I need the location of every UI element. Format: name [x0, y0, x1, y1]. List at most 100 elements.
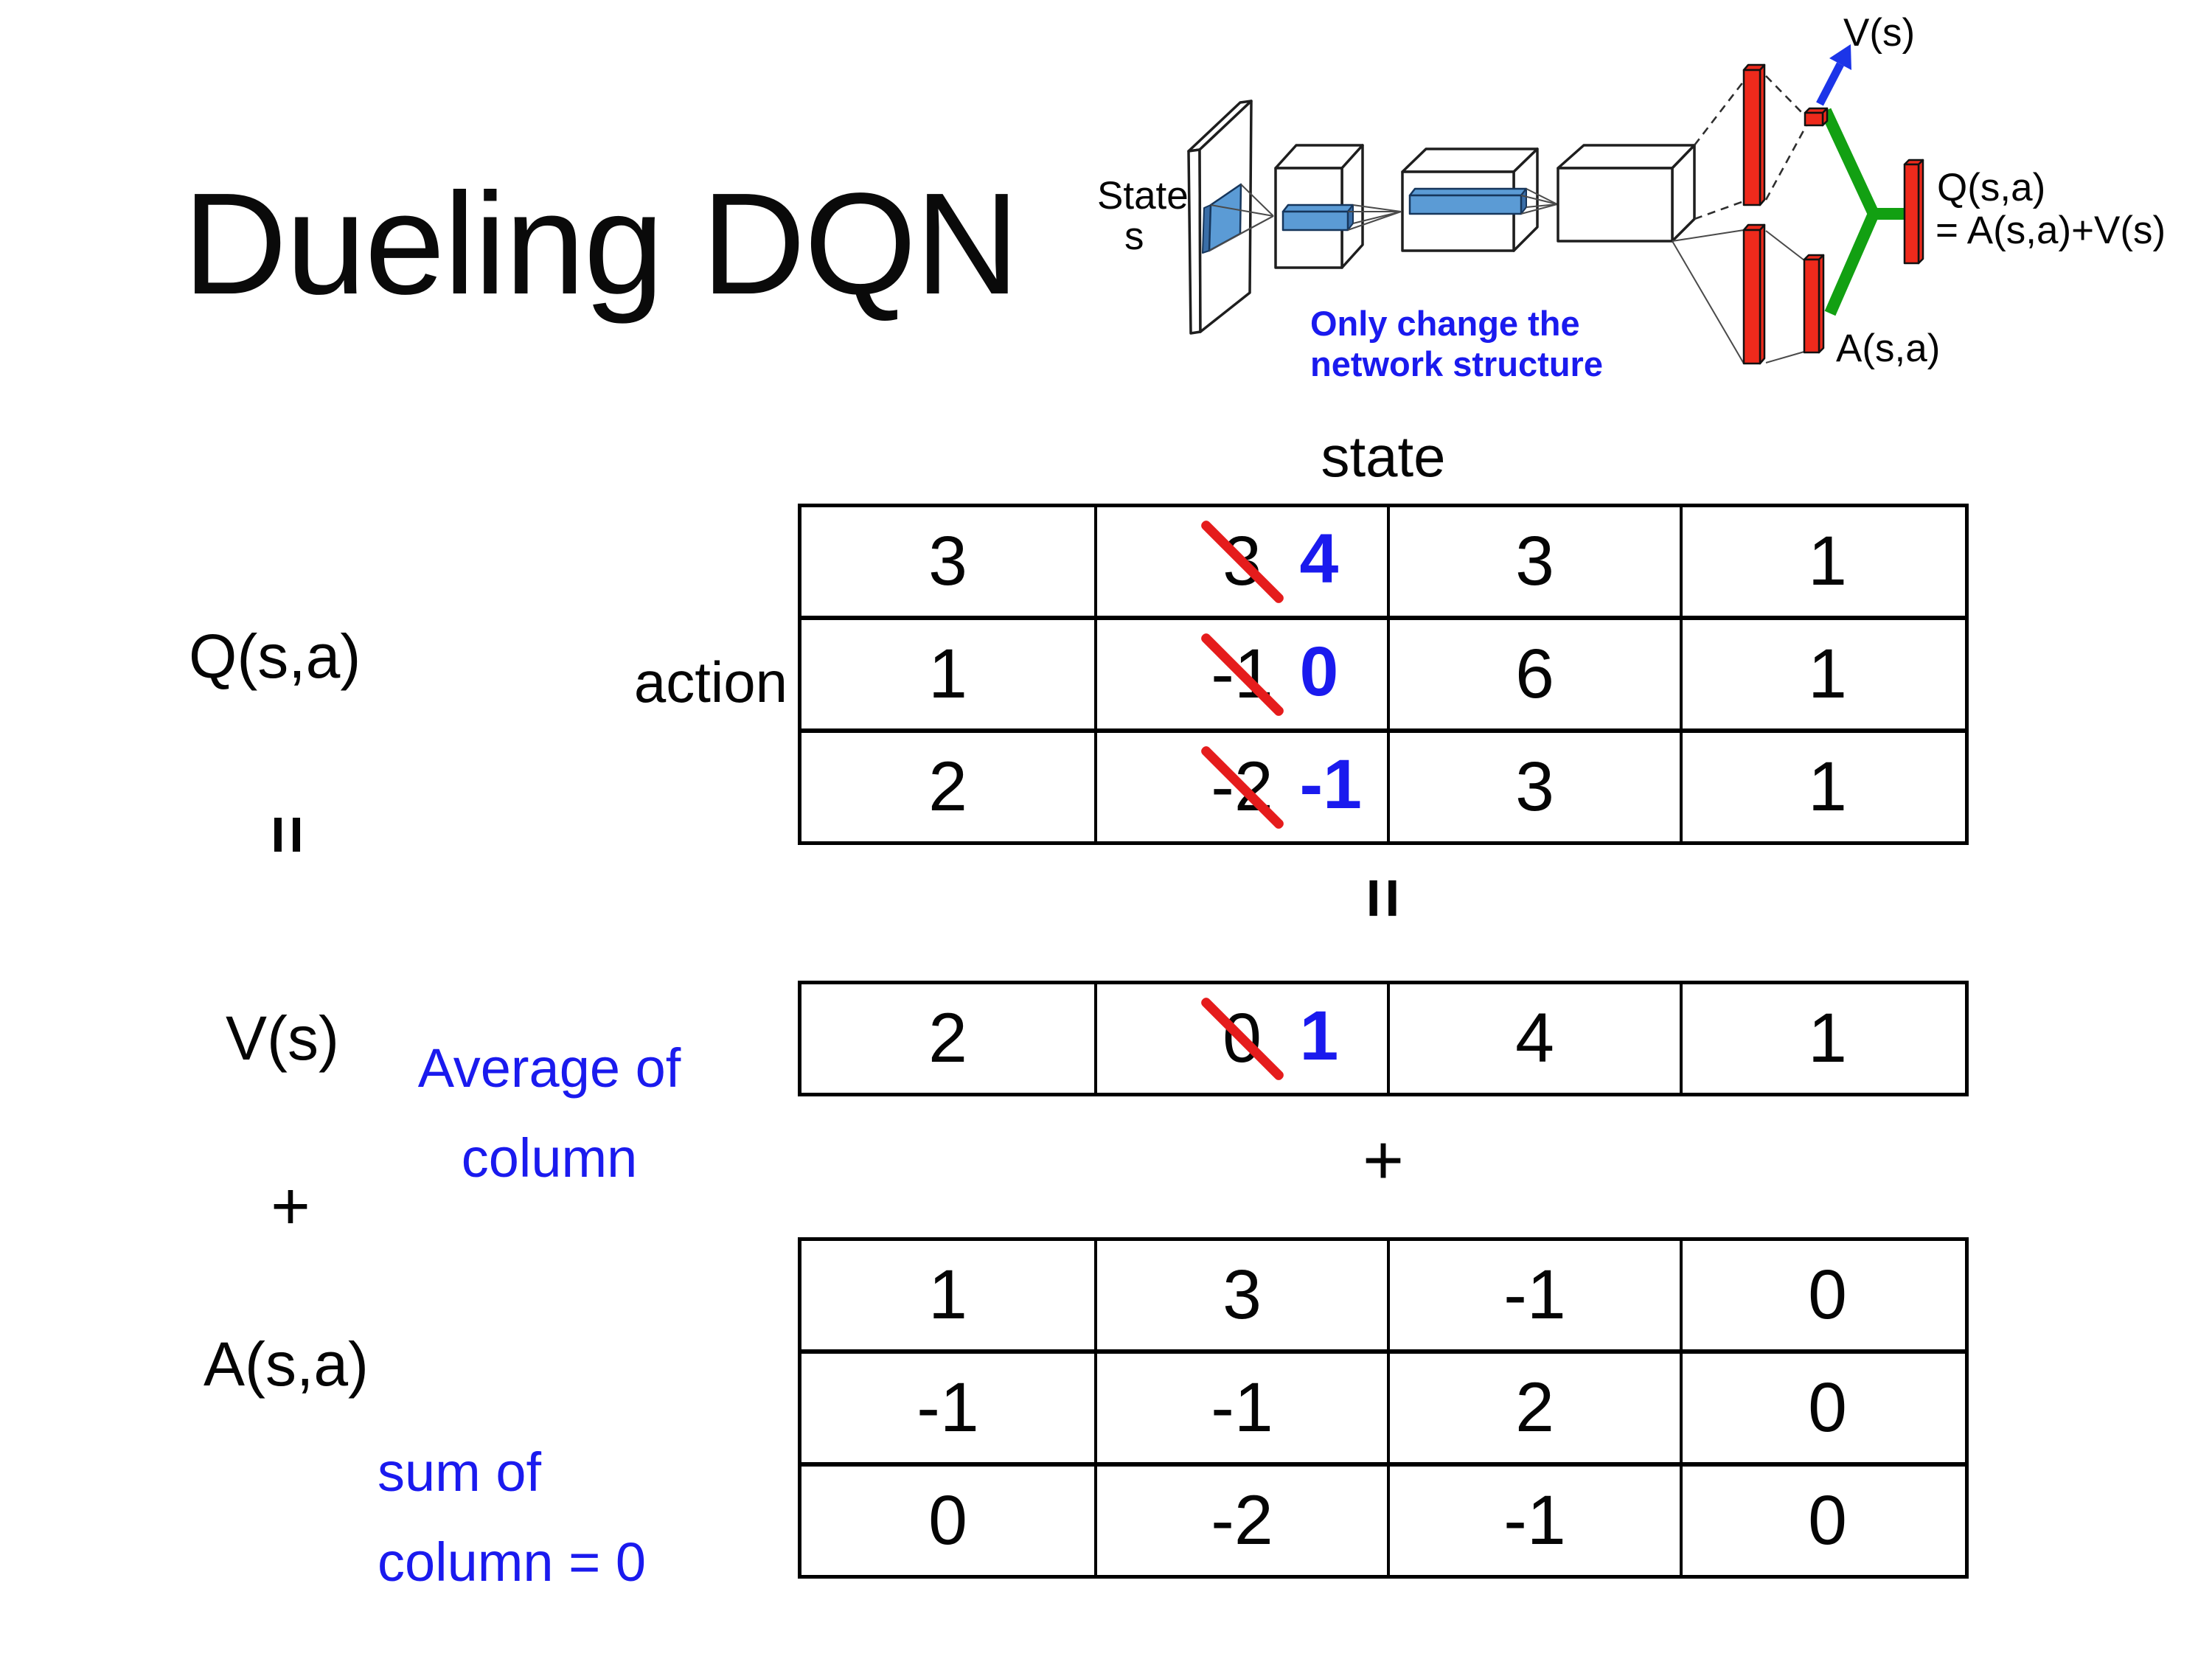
- fc-bar-top: [1742, 63, 1766, 206]
- conv-box-3: [1557, 144, 1696, 243]
- cell-value: 1: [1808, 522, 1847, 600]
- fc-bar-bottom: [1742, 223, 1766, 365]
- matrix-cell: 0: [801, 1467, 1094, 1575]
- cell-value: 2: [1515, 1368, 1554, 1447]
- value-output-label: V(s): [1843, 11, 1915, 55]
- cell-value: 0: [928, 1481, 967, 1559]
- matrix-cell: 1: [1680, 620, 1972, 728]
- matrix-cell: 1: [1680, 984, 1972, 1093]
- cell-value: 4: [1515, 999, 1554, 1077]
- advantage-output-label: A(s,a): [1836, 327, 1940, 370]
- matrix-cell: -1: [1387, 1467, 1680, 1575]
- cell-value: 1: [1808, 748, 1847, 826]
- v-note-line2: column: [461, 1127, 638, 1189]
- table-row: 2-2-131: [801, 728, 1965, 841]
- conv1-fan-lines: [1208, 184, 1274, 251]
- matrix-cell: -1: [801, 1354, 1094, 1462]
- value-stream-dashed-lines: [1693, 75, 1808, 220]
- value-arrow: [1816, 44, 1851, 106]
- matrix-cell: 01: [1094, 984, 1387, 1093]
- advantage-values-matrix: 1 3 -1 0 -1 -1 2 0 0 -2 -1 0: [798, 1237, 1969, 1579]
- matrix-cell: 1: [1680, 733, 1972, 841]
- replacement-value: 0: [1299, 632, 1339, 711]
- note-line1: Only change the: [1310, 304, 1580, 343]
- fc-fan-lines: [1520, 188, 1558, 215]
- matrix-cell: -1: [1387, 1241, 1680, 1349]
- matrix-cell: 2: [801, 984, 1094, 1093]
- replacement-value: 1: [1299, 996, 1339, 1075]
- matrix-cell: 3: [1094, 1241, 1387, 1349]
- a-note-line1: sum of: [378, 1441, 542, 1503]
- dueling-network-diagram: State s Only change the network structur…: [1097, 11, 2166, 383]
- matrix-cell: 3: [1387, 733, 1680, 841]
- matrix-cell: 3: [1387, 507, 1680, 616]
- cell-value: -1: [1503, 1481, 1566, 1559]
- matrix-cell: 3: [801, 507, 1094, 616]
- q-output-bar: [1903, 159, 1924, 265]
- v-note-line1: Average of: [417, 1037, 681, 1099]
- q-output-label-line1: Q(s,a): [1937, 166, 2045, 209]
- conv2-fan-lines: [1347, 204, 1402, 231]
- state-input-label-line2: s: [1124, 215, 1144, 258]
- v-matrix-label: V(s): [226, 1004, 339, 1073]
- note-line2: network structure: [1310, 344, 1603, 383]
- q-output-label-line2: = A(s,a)+V(s): [1935, 209, 2166, 252]
- equals-sign-left: =: [249, 815, 325, 855]
- q-matrix-label: Q(s,a): [189, 622, 361, 691]
- cell-value: -1: [1211, 1368, 1273, 1447]
- matrix-cell: 1: [1680, 507, 1972, 616]
- cell-value: 3: [928, 522, 967, 600]
- cell-value: 0: [1808, 1481, 1847, 1559]
- merge-connector: [1820, 108, 1905, 316]
- matrix-cell: 2: [801, 733, 1094, 841]
- cell-value: 3: [1515, 522, 1554, 600]
- matrix-cell: 1: [801, 1241, 1094, 1349]
- state-input-label-line1: State: [1097, 174, 1189, 218]
- feature-bar-1: [1281, 204, 1354, 232]
- matrix-cell: 0: [1680, 1241, 1972, 1349]
- cell-value: -1: [1503, 1256, 1566, 1334]
- matrix-cell: -1: [1094, 1354, 1387, 1462]
- table-row: 1 3 -1 0: [801, 1241, 1965, 1349]
- matrix-cell: 0: [1680, 1467, 1972, 1575]
- cell-value: 3: [1515, 748, 1554, 826]
- cell-value: 6: [1515, 635, 1554, 713]
- cell-value: 1: [928, 1256, 967, 1334]
- equals-sign-center: =: [1344, 877, 1423, 919]
- cell-value: 2: [928, 748, 967, 826]
- matrix-cell: -10: [1094, 620, 1387, 728]
- advantage-node: [1803, 254, 1825, 354]
- table-row: -1 -1 2 0: [801, 1349, 1965, 1462]
- sum-of-column-note: sum of column = 0: [378, 1427, 646, 1607]
- feature-bar-2: [1408, 187, 1528, 215]
- matrix-cell: 34: [1094, 507, 1387, 616]
- cell-value: 1: [1808, 999, 1847, 1077]
- plus-sign-left: +: [271, 1169, 310, 1244]
- matrix-cell: 4: [1387, 984, 1680, 1093]
- cell-value: 3: [1222, 1256, 1262, 1334]
- slide-title: Dueling DQN: [183, 163, 1020, 324]
- matrix-cell: 2: [1387, 1354, 1680, 1462]
- state-column-header: state: [1321, 424, 1446, 489]
- table-row: 2 01 4 1: [801, 984, 1965, 1093]
- matrix-cell: -2: [1094, 1467, 1387, 1575]
- matrix-cell: 1: [801, 620, 1094, 728]
- average-of-column-note: Average of column: [372, 1023, 726, 1203]
- cell-value: 1: [1808, 635, 1847, 713]
- cell-value: 2: [928, 999, 967, 1077]
- matrix-cell: 0: [1680, 1354, 1972, 1462]
- cell-value: 0: [1808, 1368, 1847, 1447]
- replacement-value: -1: [1299, 745, 1362, 824]
- cell-value: -2: [1211, 1481, 1273, 1559]
- input-patch: [1202, 183, 1242, 254]
- a-matrix-label: A(s,a): [204, 1329, 369, 1399]
- matrix-cell: 6: [1387, 620, 1680, 728]
- table-row: 0 -2 -1 0: [801, 1462, 1965, 1575]
- a-note-line2: column = 0: [378, 1531, 647, 1593]
- plus-sign-center: +: [1362, 1121, 1405, 1200]
- conv-box-1: [1274, 144, 1364, 269]
- cell-value: -1: [917, 1368, 979, 1447]
- cell-value: 0: [1808, 1256, 1847, 1334]
